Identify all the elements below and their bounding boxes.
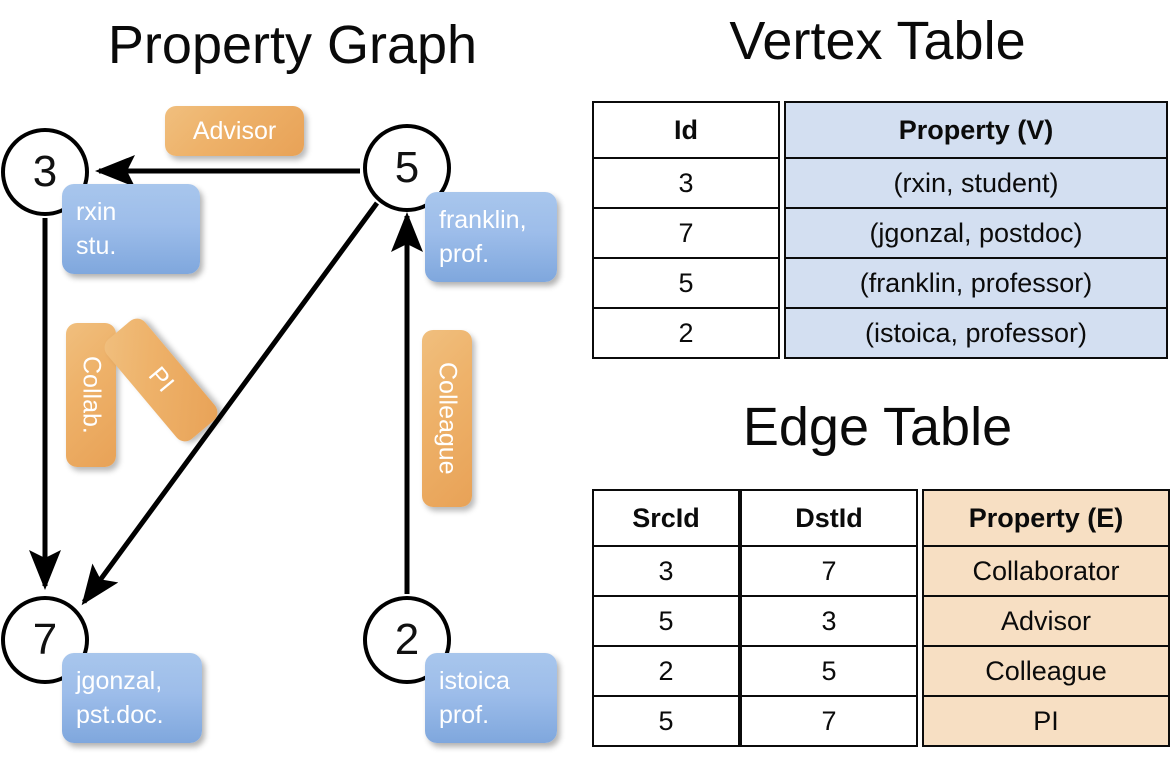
edge-table-cell-property: Colleague [922, 645, 1170, 697]
edge-table-header-property: Property (E) [922, 489, 1170, 547]
edge-5-to-7-pi [81, 201, 380, 606]
node-property-3-line2: stu. [76, 231, 117, 260]
edge-table-header-srcid: SrcId [592, 489, 740, 547]
table-row[interactable]: (rxin, student) [784, 157, 1168, 209]
graph-node-7-id: 7 [32, 615, 58, 664]
table-header-row: DstId [740, 489, 918, 547]
node-property-box-5[interactable]: franklin, prof. [425, 192, 557, 282]
edge-label-colleague-text: Colleague [433, 362, 462, 475]
table-row[interactable]: 7 [740, 695, 918, 747]
graph-node-3[interactable]: 3 [1, 128, 89, 216]
table-row[interactable]: PI [922, 695, 1170, 747]
edge-label-pi-text: PI [143, 361, 180, 398]
table-row[interactable]: 3 [592, 545, 740, 597]
edge-table-header-dstid: DstId [740, 489, 918, 547]
table-row[interactable]: Advisor [922, 595, 1170, 647]
vertex-table-cell-property: (istoica, professor) [784, 307, 1168, 359]
node-property-box-3[interactable]: rxin stu. [62, 184, 200, 274]
vertex-table-id-column: Id 3 7 5 2 [592, 101, 780, 359]
vertex-table-cell-id: 7 [592, 207, 780, 259]
edge-table-cell-property: Collaborator [922, 545, 1170, 597]
page-title-property-graph: Property Graph [107, 15, 478, 75]
table-row[interactable]: 2 [592, 307, 780, 359]
graph-edges-layer [29, 155, 423, 606]
edge-table-srcid-column: SrcId 3 5 2 5 [592, 489, 740, 747]
edge-table-cell-dstid: 7 [740, 545, 918, 597]
node-property-5-line1: franklin, [439, 206, 527, 234]
node-property-2-line2: prof. [439, 700, 490, 729]
table-row[interactable]: (franklin, professor) [784, 257, 1168, 309]
table-header-row: SrcId [592, 489, 740, 547]
edge-table-cell-srcid: 5 [592, 695, 740, 747]
vertex-table-cell-property: (franklin, professor) [784, 257, 1168, 309]
edge-table-cell-property: PI [922, 695, 1170, 747]
node-property-5-line2: prof. [439, 239, 490, 268]
vertex-table-header-property: Property (V) [784, 101, 1168, 159]
vertex-table-property-column: Property (V) (rxin, student) (jgonzal, p… [784, 101, 1168, 359]
vertex-table-cell-property: (rxin, student) [784, 157, 1168, 209]
node-property-7-line2: pst.doc. [76, 700, 164, 729]
edge-label-collab-text: Collab. [77, 356, 106, 434]
vertex-table-cell-id: 5 [592, 257, 780, 309]
table-row[interactable]: 5 [592, 257, 780, 309]
edge-table-cell-dstid: 3 [740, 595, 918, 647]
table-row[interactable]: (jgonzal, postdoc) [784, 207, 1168, 259]
table-row[interactable]: 5 [592, 595, 740, 647]
graph-node-2-id: 2 [394, 615, 420, 664]
edge-table-cell-srcid: 5 [592, 595, 740, 647]
edge-table-cell-dstid: 7 [740, 695, 918, 747]
node-property-7-line1: jgonzal, [76, 667, 163, 695]
page-title-vertex-table: Vertex Table [729, 11, 1026, 71]
vertex-table-cell-id: 3 [592, 157, 780, 209]
table-row[interactable]: Colleague [922, 645, 1170, 697]
table-row[interactable]: 3 [740, 595, 918, 647]
table-row[interactable]: 7 [592, 207, 780, 259]
table-header-row: Property (E) [922, 489, 1170, 547]
table-header-row: Id [592, 101, 780, 159]
edge-table-cell-srcid: 2 [592, 645, 740, 697]
edge-table-cell-dstid: 5 [740, 645, 918, 697]
table-row[interactable]: 5 [740, 645, 918, 697]
table-row[interactable]: 7 [740, 545, 918, 597]
table-row[interactable]: 2 [592, 645, 740, 697]
node-property-box-7[interactable]: jgonzal, pst.doc. [62, 653, 202, 743]
edge-label-colleague[interactable]: Colleague [422, 330, 472, 507]
table-row[interactable]: Collaborator [922, 545, 1170, 597]
page-title-edge-table: Edge Table [742, 397, 1013, 457]
edge-label-advisor[interactable]: Advisor [165, 106, 304, 156]
node-property-3-line1: rxin [76, 198, 117, 226]
graph-node-5-id: 5 [394, 143, 420, 192]
table-row[interactable]: 5 [592, 695, 740, 747]
edge-table-cell-srcid: 3 [592, 545, 740, 597]
table-row[interactable]: 3 [592, 157, 780, 209]
edge-table-dstid-column: DstId 7 3 5 7 [740, 489, 918, 747]
table-row[interactable]: (istoica, professor) [784, 307, 1168, 359]
graph-node-3-id: 3 [32, 147, 58, 196]
edge-table-property-column: Property (E) Collaborator Advisor Collea… [922, 489, 1170, 747]
node-property-2-line1: istoica [439, 667, 510, 695]
table-header-row: Property (V) [784, 101, 1168, 159]
vertex-table-cell-id: 2 [592, 307, 780, 359]
vertex-table-cell-property: (jgonzal, postdoc) [784, 207, 1168, 259]
node-property-box-2[interactable]: istoica prof. [425, 653, 557, 743]
edge-label-advisor-text: Advisor [192, 116, 277, 145]
vertex-table-header-id: Id [592, 101, 780, 159]
edge-table-cell-property: Advisor [922, 595, 1170, 647]
property-graph-diagram: Advisor Collab. PI Colleague 3 5 7 2 rxi… [1, 106, 557, 743]
